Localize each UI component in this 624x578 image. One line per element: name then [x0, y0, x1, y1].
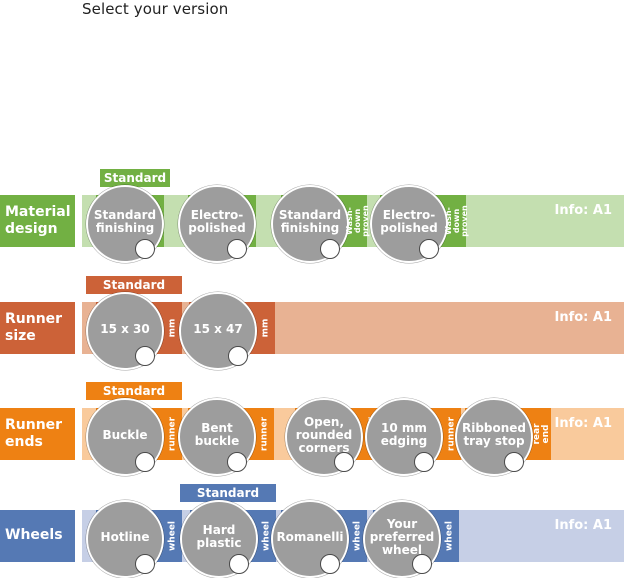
option-body: Buckle runner: [86, 398, 182, 476]
select-radio[interactable]: [334, 452, 354, 472]
option-wheels-3[interactable]: Romanelli wheel: [271, 484, 367, 578]
side-tag-text: wheel: [352, 520, 363, 552]
row-label: Runner size: [0, 302, 75, 354]
option-label: Electro- polished: [380, 208, 438, 235]
select-radio[interactable]: [419, 239, 439, 259]
option-material-design-2[interactable]: Electro- polished: [178, 169, 256, 263]
option-wheels-1[interactable]: Hotline wheel: [86, 484, 182, 578]
row-label: Wheels: [0, 510, 75, 562]
option-label: 15 x 47: [193, 321, 243, 336]
select-radio[interactable]: [135, 554, 155, 574]
select-radio[interactable]: [135, 346, 155, 366]
option-label: Your preferred wheel: [369, 516, 435, 557]
option-runner-size-2[interactable]: 15 x 47 mm: [179, 276, 275, 370]
standard-badge: Standard: [180, 484, 276, 502]
option-label: Open, rounded corners: [295, 414, 353, 455]
option-label: Electro- polished: [188, 208, 246, 235]
side-tag-text: runner: [167, 416, 178, 452]
select-radio[interactable]: [320, 554, 340, 574]
select-radio[interactable]: [135, 239, 155, 259]
side-tag-text: rear end: [532, 423, 551, 445]
option-body: Romanelli wheel: [271, 500, 367, 578]
option-label: 10 mm edging: [380, 421, 428, 448]
option-body: 15 x 30 mm: [86, 292, 182, 370]
option-runner-size-1[interactable]: Standard 15 x 30 mm: [86, 276, 182, 370]
standard-badge: Standard: [86, 382, 182, 400]
option-runner-ends-2[interactable]: Bent buckle runner: [178, 382, 274, 476]
side-tag-text: mm: [167, 318, 178, 338]
option-body: 15 x 47 mm: [179, 292, 275, 370]
side-tag-text: Wash-down proven: [345, 205, 370, 237]
info-link[interactable]: Info: A1: [554, 518, 612, 533]
option-label: 15 x 30: [100, 321, 150, 336]
side-tag-text: Wash-down proven: [444, 205, 469, 237]
option-side-tag: runner: [256, 408, 274, 460]
row-label: Runner ends: [0, 408, 75, 460]
select-radio[interactable]: [227, 452, 247, 472]
side-tag-text: mm: [260, 318, 271, 338]
standard-badge: Standard: [86, 276, 182, 294]
side-tag-text: wheel: [444, 520, 455, 552]
option-label: Ribboned tray stop: [461, 421, 527, 448]
option-label: Standard finishing: [93, 208, 157, 235]
option-label: Romanelli: [276, 529, 344, 544]
select-radio[interactable]: [135, 452, 155, 472]
select-radio[interactable]: [504, 452, 524, 472]
option-circle[interactable]: 10 mm edging: [365, 398, 443, 476]
option-body: Hotline wheel: [86, 500, 182, 578]
option-body: Standard finishing: [86, 185, 164, 263]
select-radio[interactable]: [227, 239, 247, 259]
option-side-tag: wheel: [441, 510, 459, 562]
info-link[interactable]: Info: A1: [554, 416, 612, 431]
option-body: Your preferred wheel wheel: [363, 500, 459, 578]
select-radio[interactable]: [229, 554, 249, 574]
option-body: Electro- polished: [178, 185, 256, 263]
option-runner-ends-5[interactable]: Ribboned tray stop rear end: [455, 382, 551, 476]
select-radio[interactable]: [228, 346, 248, 366]
option-label: Hard plastic: [196, 523, 242, 550]
option-body: Bent buckle runner: [178, 398, 274, 476]
info-link[interactable]: Info: A1: [554, 203, 612, 218]
option-circle[interactable]: Ribboned tray stop: [455, 398, 533, 476]
side-tag-text: runner: [259, 416, 270, 452]
info-link[interactable]: Info: A1: [554, 310, 612, 325]
select-radio[interactable]: [414, 452, 434, 472]
option-body: Ribboned tray stop rear end: [455, 398, 551, 476]
option-label: Standard finishing: [278, 208, 342, 235]
option-wheels-4[interactable]: Your preferred wheel wheel: [363, 484, 459, 578]
option-label: Hotline: [100, 529, 150, 544]
row-label: Material design: [0, 195, 75, 247]
option-label: Bent buckle: [194, 421, 240, 448]
option-side-tag: Wash-down proven: [345, 195, 370, 247]
option-side-tag: mm: [257, 302, 275, 354]
standard-badge: Standard: [100, 169, 170, 187]
select-radio[interactable]: [320, 239, 340, 259]
option-circle[interactable]: Open, rounded corners: [285, 398, 363, 476]
page-title: Select your version: [82, 0, 229, 18]
select-radio[interactable]: [412, 554, 432, 574]
option-label: Buckle: [102, 427, 148, 442]
option-side-tag: Wash-down proven: [444, 195, 469, 247]
side-tag-text: wheel: [167, 520, 178, 552]
option-side-tag: rear end: [532, 408, 551, 460]
